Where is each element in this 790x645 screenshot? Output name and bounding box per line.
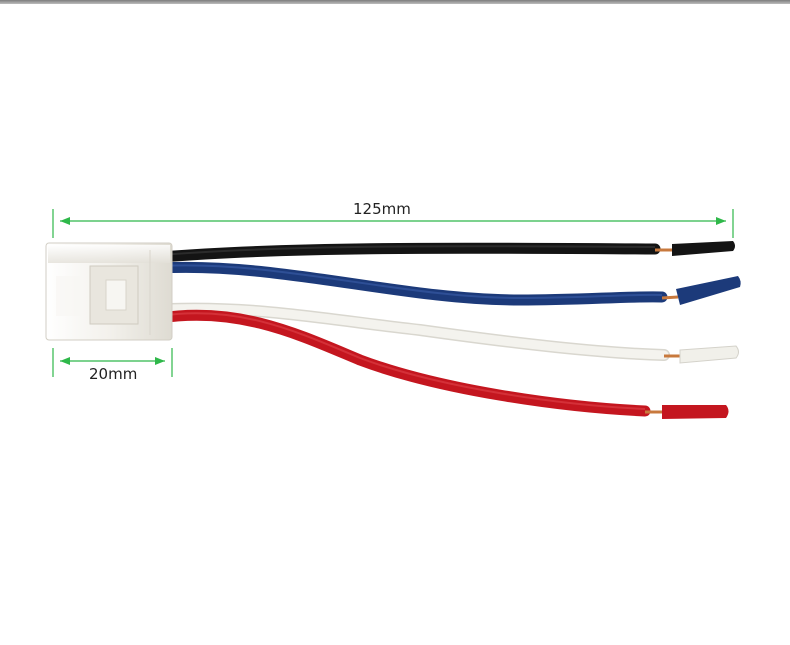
wire-white: [164, 302, 739, 364]
wire-black: [154, 241, 735, 263]
top-border: [0, 0, 790, 4]
wire-blue: [154, 261, 741, 306]
wire-red: [154, 309, 729, 419]
connector-length-label: 20mm: [89, 365, 138, 383]
dimension-20mm: [52, 348, 173, 377]
total-length-label: 125mm: [353, 200, 411, 218]
connector-housing: [45, 242, 173, 341]
dimension-125mm: [52, 209, 734, 238]
